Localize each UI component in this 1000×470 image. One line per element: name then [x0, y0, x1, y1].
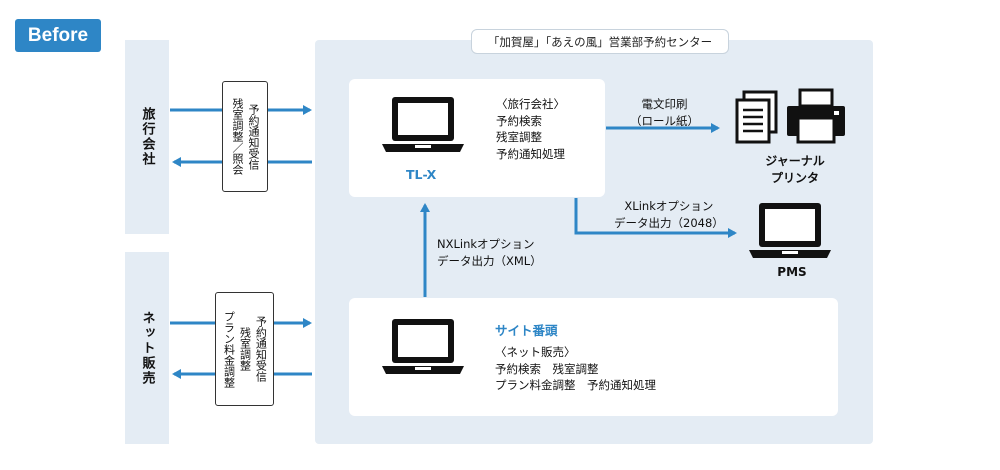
nxlink-line: データ出力（XML）	[437, 253, 542, 268]
nxlink-line: NXLinkオプション	[437, 237, 535, 251]
print-label: 電文印刷 （ロール紙）	[630, 96, 699, 129]
site-line: 予約検索 残室調整	[495, 361, 599, 376]
site-banto-card: サイト番頭 〈ネット販売〉 予約検索 残室調整 プラン料金調整 予約通知処理	[349, 298, 838, 416]
site-function-list: サイト番頭 〈ネット販売〉 予約検索 残室調整 プラン料金調整 予約通知処理	[495, 320, 656, 394]
travel-flow-text-1: 残室調整／照会	[231, 98, 244, 175]
pms-label: PMS	[777, 265, 807, 279]
travel-agency-label: 旅行会社	[139, 107, 155, 167]
net-flow-text-1: プラン料金調整	[222, 310, 236, 388]
net-flow-text-2: 残室調整	[238, 327, 252, 371]
reservation-center-title: 「加賀屋」「あえの風」営業部予約センター	[471, 29, 729, 54]
net-sales-box: ネット販売	[125, 252, 169, 444]
xlink-line: XLinkオプション	[624, 199, 714, 213]
tlx-line: 予約通知処理	[496, 147, 565, 162]
site-line: プラン料金調整 予約通知処理	[495, 378, 656, 393]
document-icon	[735, 90, 778, 144]
tlx-function-list: 〈旅行会社〉 予約検索 残室調整 予約通知処理	[496, 96, 565, 163]
laptop-icon	[382, 319, 464, 374]
net-sales-label: ネット販売	[139, 310, 155, 386]
tlx-card: TL-X 〈旅行会社〉 予約検索 残室調整 予約通知処理	[349, 79, 605, 197]
nxlink-label: NXLinkオプション データ出力（XML）	[437, 236, 542, 269]
print-line: （ロール紙）	[630, 113, 699, 128]
printer-icon	[787, 88, 845, 144]
laptop-icon	[382, 97, 464, 152]
journal-printer-line: ジャーナル	[765, 154, 825, 168]
tlx-line: 残室調整	[496, 130, 542, 145]
net-flow-text-3: 予約通知受信	[254, 316, 268, 382]
print-line: 電文印刷	[641, 97, 688, 111]
site-name: サイト番頭	[495, 323, 558, 338]
laptop-icon	[749, 203, 831, 258]
tlx-name: TL-X	[406, 167, 437, 182]
xlink-label: XLinkオプション データ出力（2048）	[614, 198, 724, 231]
travel-agency-box: 旅行会社	[125, 40, 169, 234]
journal-printer-line: プリンタ	[770, 171, 819, 185]
travel-flow-label: 残室調整／照会 予約通知受信	[222, 81, 268, 192]
journal-printer-label: ジャーナル プリンタ	[755, 152, 835, 186]
tlx-line: 〈旅行会社〉	[496, 97, 565, 111]
tlx-line: 予約検索	[496, 113, 542, 128]
arrow-icon	[574, 198, 737, 238]
travel-flow-text-2: 予約通知受信	[246, 103, 260, 170]
site-line: 〈ネット販売〉	[495, 345, 576, 359]
net-flow-label: プラン料金調整 残室調整 予約通知受信	[215, 292, 274, 406]
xlink-line: データ出力（2048）	[614, 215, 724, 230]
before-badge: Before	[15, 19, 101, 52]
